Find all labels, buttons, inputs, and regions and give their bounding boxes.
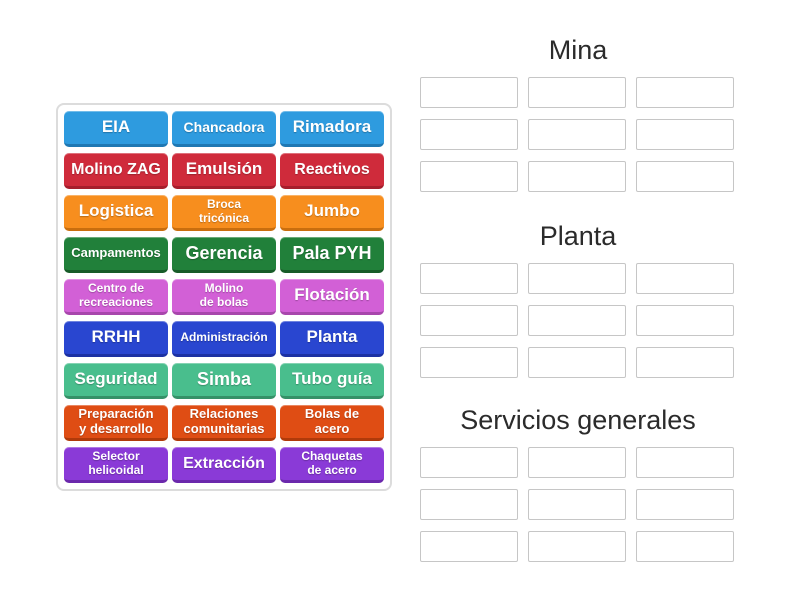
tile[interactable]: Jumbo bbox=[280, 195, 384, 231]
group-servicios-generales: Servicios generales bbox=[410, 402, 750, 562]
slot-grid-servicios-generales bbox=[420, 447, 750, 562]
tile[interactable]: Molino ZAG bbox=[64, 153, 168, 189]
tile[interactable]: Relaciones comunitarias bbox=[172, 405, 276, 441]
tile[interactable]: Centro de recreaciones bbox=[64, 279, 168, 315]
drop-slot[interactable] bbox=[528, 305, 626, 336]
drop-slot[interactable] bbox=[528, 77, 626, 108]
tile[interactable]: Planta bbox=[280, 321, 384, 357]
drop-slot[interactable] bbox=[636, 347, 734, 378]
drop-slot[interactable] bbox=[420, 489, 518, 520]
group-mina: Mina bbox=[410, 32, 750, 192]
drop-slot[interactable] bbox=[636, 531, 734, 562]
drop-slot[interactable] bbox=[420, 119, 518, 150]
tile[interactable]: Broca tricónica bbox=[172, 195, 276, 231]
drop-slot[interactable] bbox=[636, 447, 734, 478]
drop-slot[interactable] bbox=[528, 447, 626, 478]
drop-slot[interactable] bbox=[420, 161, 518, 192]
tile[interactable]: Chancadora bbox=[172, 111, 276, 147]
tile[interactable]: EIA bbox=[64, 111, 168, 147]
group-planta: Planta bbox=[410, 218, 750, 378]
tile[interactable]: Gerencia bbox=[172, 237, 276, 273]
drop-slot[interactable] bbox=[528, 489, 626, 520]
drop-slot[interactable] bbox=[420, 77, 518, 108]
tile[interactable]: Rimadora bbox=[280, 111, 384, 147]
drop-slot[interactable] bbox=[528, 161, 626, 192]
tile[interactable]: Bolas de acero bbox=[280, 405, 384, 441]
tile[interactable]: Molino de bolas bbox=[172, 279, 276, 315]
tile[interactable]: Preparación y desarrollo bbox=[64, 405, 168, 441]
tile[interactable]: Pala PYH bbox=[280, 237, 384, 273]
slot-grid-planta bbox=[420, 263, 750, 378]
drop-slot[interactable] bbox=[528, 263, 626, 294]
drop-slot[interactable] bbox=[420, 447, 518, 478]
drop-slot[interactable] bbox=[528, 347, 626, 378]
tile[interactable]: Emulsión bbox=[172, 153, 276, 189]
tile[interactable]: Flotación bbox=[280, 279, 384, 315]
tile[interactable]: Tubo guía bbox=[280, 363, 384, 399]
tile[interactable]: Selector helicoidal bbox=[64, 447, 168, 483]
tile[interactable]: Chaquetas de acero bbox=[280, 447, 384, 483]
drop-slot[interactable] bbox=[636, 161, 734, 192]
group-title-mina: Mina bbox=[548, 35, 608, 65]
drop-slot[interactable] bbox=[420, 305, 518, 336]
drop-slot[interactable] bbox=[420, 531, 518, 562]
drop-slot[interactable] bbox=[528, 531, 626, 562]
drop-slot[interactable] bbox=[636, 119, 734, 150]
tile[interactable]: Campamentos bbox=[64, 237, 168, 273]
drop-slot[interactable] bbox=[636, 489, 734, 520]
tile[interactable]: Extracción bbox=[172, 447, 276, 483]
drop-slot[interactable] bbox=[420, 347, 518, 378]
tile[interactable]: Simba bbox=[172, 363, 276, 399]
tile[interactable]: Administración bbox=[172, 321, 276, 357]
group-title-planta: Planta bbox=[539, 221, 617, 251]
tile[interactable]: RRHH bbox=[64, 321, 168, 357]
group-title-servicios-generales: Servicios generales bbox=[460, 405, 696, 435]
tile[interactable]: Reactivos bbox=[280, 153, 384, 189]
drop-slot[interactable] bbox=[636, 305, 734, 336]
drop-slot[interactable] bbox=[636, 77, 734, 108]
drop-slot[interactable] bbox=[528, 119, 626, 150]
tile[interactable]: Logistica bbox=[64, 195, 168, 231]
drop-slot[interactable] bbox=[420, 263, 518, 294]
tile[interactable]: Seguridad bbox=[64, 363, 168, 399]
slot-grid-mina bbox=[420, 77, 750, 192]
drop-slot[interactable] bbox=[636, 263, 734, 294]
